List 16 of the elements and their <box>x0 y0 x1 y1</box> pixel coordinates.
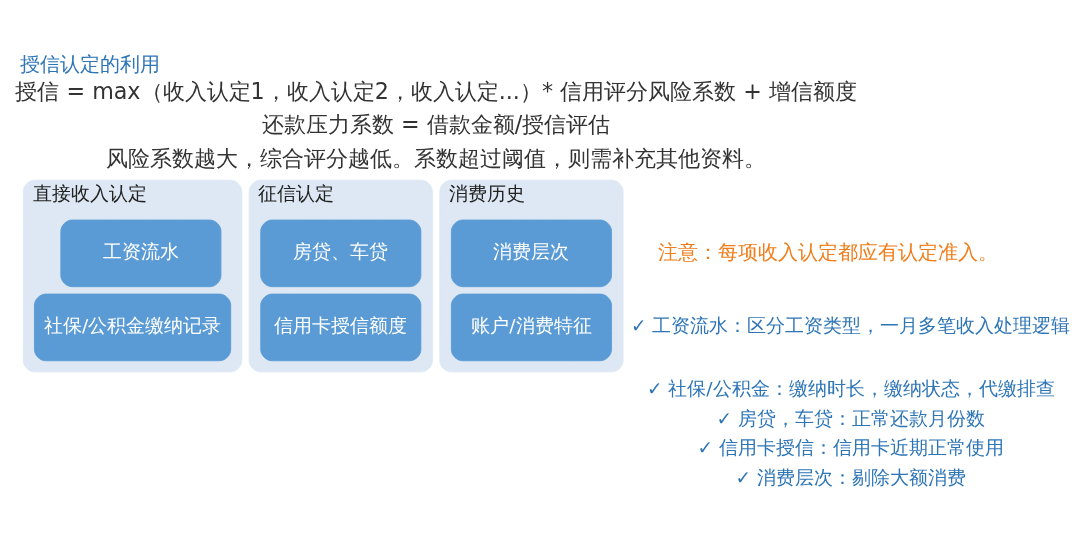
label: 还款压力系数 = 借款金额/授信评估 <box>262 110 611 137</box>
label: ✓ 社保/公积金：缴纳时长，缴纳状态，代缴排查 <box>646 377 1055 399</box>
label: ✓ 工资流水：区分工资类型，一月多笔收入处理逻辑 <box>631 314 1071 336</box>
label: 授信 = max（收入认定1，收入认定2，收入认定...）* 信用评分风险系数 + 增信额度 <box>15 77 857 104</box>
label: ✓ 消费层次：剔除大额消费 <box>735 466 966 488</box>
diagram-title: 授信认定的利用 <box>20 51 161 76</box>
node-box: 消费层次 <box>450 219 612 287</box>
node-box: 房贷、车贷 <box>260 219 422 287</box>
label: 风险系数越大，综合评分越低。系数超过阈值，则需补充其他资料。 <box>106 144 767 171</box>
node-box: 账户/消费特征 <box>450 293 612 361</box>
label: 注意：每项收入认定都应有认定准入。 <box>657 239 998 264</box>
node-box: 工资流水 <box>60 219 222 287</box>
node-box: 信用卡授信额度 <box>260 293 422 361</box>
label: ✓ 信用卡授信：信用卡近期正常使用 <box>697 436 1004 458</box>
label: ✓ 房贷，车贷：正常还款月份数 <box>716 407 985 429</box>
node-box: 社保/公积金缴纳记录 <box>34 293 232 361</box>
